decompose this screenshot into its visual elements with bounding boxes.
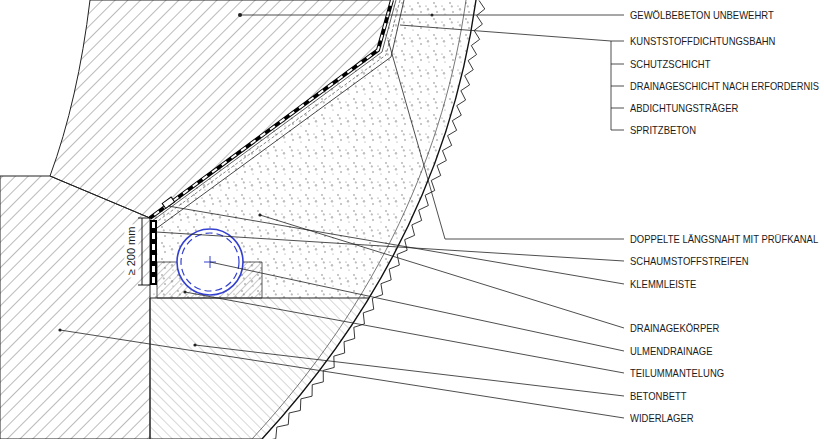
membrane — [150, 0, 392, 218]
callout-label: ULMENDRAINAGE — [630, 344, 713, 358]
callout-label: DRAINAGEKÖRPER — [630, 321, 719, 335]
membrane-dash — [150, 0, 392, 218]
callout-label: GEWÖLBEBETON UNBEWEHRT — [630, 8, 774, 22]
callout-label: KUNSTSTOFFDICHTUNGSBAHN — [630, 34, 775, 48]
callout-label: ABDICHTUNGSTRÄGER — [630, 101, 738, 115]
callout-label: KLEMMLEISTE — [630, 277, 696, 291]
dimension-line — [142, 218, 143, 285]
foam-strip — [150, 220, 157, 285]
dimension-label: ≥ 200 mm — [124, 225, 138, 278]
drainage-body — [150, 0, 620, 298]
callout-label: SPRITZBETON — [630, 123, 696, 137]
concrete-bed — [150, 298, 620, 439]
callout-label: BETONBETT — [630, 389, 687, 403]
sealing-carrier — [157, 0, 404, 228]
callout-label: SCHAUMSTOFFSTREIFEN — [630, 254, 749, 268]
callout-label: DRAINAGESCHICHT NACH ERFORDERNIS — [630, 79, 819, 93]
callout-label: TEILUMMANTELUNG — [630, 366, 724, 380]
callout-label: DOPPELTE LÄNGSNAHT MIT PRÜFKANAL — [630, 232, 818, 246]
abutment — [0, 176, 150, 439]
rock-boundary — [262, 0, 476, 439]
callout-label: WIDERLAGER — [630, 411, 694, 425]
leader-lines — [60, 15, 624, 418]
leader-dots — [58, 13, 433, 347]
callout-label: SCHUTZSCHICHT — [630, 57, 710, 71]
rock-hatch — [264, 0, 485, 439]
